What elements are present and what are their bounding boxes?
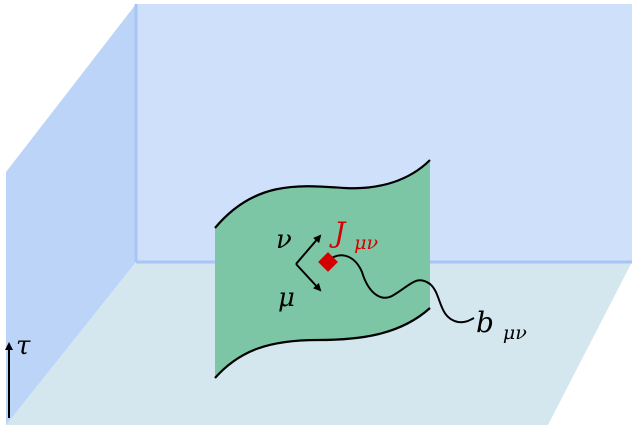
mu-label: μ xyxy=(278,283,295,313)
mu-direction-arrow xyxy=(295,263,322,292)
field-label-subscript: μν xyxy=(503,322,527,344)
nu-direction-arrow xyxy=(295,234,322,265)
nu-label: ν xyxy=(276,225,292,255)
field-line xyxy=(325,254,475,324)
current-label-main: J xyxy=(329,216,347,249)
side-wall xyxy=(6,4,136,425)
membrane-bottom-edge xyxy=(214,307,431,379)
current-label: J μν xyxy=(329,216,378,254)
field-label: b μν xyxy=(476,306,527,344)
tau-label: τ xyxy=(16,331,31,361)
membrane-top-edge xyxy=(214,159,431,229)
red-diamond-icon xyxy=(318,252,338,272)
current-label-subscript: μν xyxy=(354,232,378,254)
field-label-main: b xyxy=(476,306,494,339)
floor-plane xyxy=(6,262,632,425)
membrane-sheet xyxy=(215,160,430,378)
